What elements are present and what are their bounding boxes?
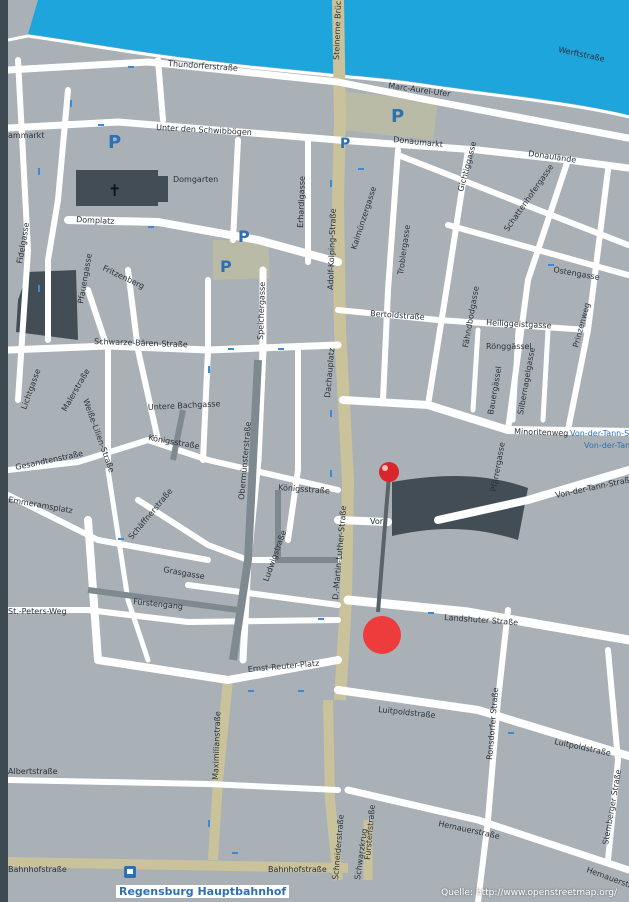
parking-icon: P — [238, 227, 250, 246]
parking-icon: P — [108, 132, 121, 153]
street-label: Bahnhofstraße — [268, 865, 327, 874]
street-label: Domgarten — [173, 175, 218, 184]
destination-building — [392, 476, 528, 540]
one-way-arrows — [38, 66, 554, 854]
street-label: ammarkt — [8, 131, 44, 140]
street-label: Schwarze-Bären-Straße — [94, 337, 188, 349]
map-canvas[interactable]: P P P P P ✝ — [8, 0, 629, 902]
church-cross-icon: ✝ — [108, 181, 121, 200]
major-road-bahnhof — [8, 857, 349, 873]
street-label: Rönggässel — [486, 342, 532, 351]
street-label: Untere Bachgasse — [148, 399, 221, 412]
street-label: Minoritenweg — [514, 427, 569, 438]
parking-markers: P P P P P — [108, 106, 404, 276]
location-pin[interactable] — [376, 462, 399, 613]
major-road-maximilian — [208, 679, 233, 861]
parking-icon: P — [220, 257, 232, 276]
street-label: Königsstraße — [278, 483, 330, 496]
secondary-roads — [87, 359, 338, 661]
street-label: St.-Peters-Weg — [8, 607, 67, 616]
street-label: Heiliggeistgasse — [486, 318, 552, 330]
street-label: Speichergasse — [256, 282, 267, 340]
street-label: Dachauplatz — [323, 348, 336, 399]
parking-icon: P — [340, 136, 350, 152]
pin-highlight — [382, 465, 388, 471]
cathedral-annex — [158, 176, 168, 202]
road-network — [8, 57, 629, 902]
major-road-southern — [323, 699, 343, 881]
pin-needle — [376, 474, 391, 613]
school-label: Von-der-Tann-Schule — [584, 441, 629, 450]
destination-marker-icon[interactable] — [363, 616, 401, 654]
cathedral-building — [76, 170, 158, 206]
station-label[interactable]: Regensburg Hauptbahnhof — [116, 885, 290, 898]
street-label: Erhardigasse — [296, 176, 307, 228]
street-label: Domplatz — [76, 215, 115, 226]
pin-head-icon[interactable] — [379, 462, 399, 482]
train-station-icon[interactable] — [124, 866, 136, 878]
plaza-donaumarkt — [343, 92, 438, 140]
map-credit: Quelle: http://www.openstreetmap.org/ — [441, 888, 617, 898]
river-danube — [28, 0, 629, 115]
street-label: Von-der-Tann-Straße — [570, 429, 629, 438]
street-label: Adolf-Kolping-Straße — [326, 208, 338, 290]
city-map[interactable]: P P P P P ✝ — [8, 0, 629, 902]
plaza-parking — [213, 240, 270, 280]
street-label: Albertstraße — [8, 767, 58, 776]
parking-icon: P — [391, 106, 404, 127]
street-label: Vor — [370, 517, 384, 526]
street-label: Maximilianstraße — [211, 711, 222, 780]
street-label: Steinerne Brücke — [332, 0, 343, 60]
street-label: Bertoldstraße — [370, 309, 425, 322]
river-bank — [8, 34, 629, 119]
street-label: Bahnhofstraße — [8, 865, 67, 874]
